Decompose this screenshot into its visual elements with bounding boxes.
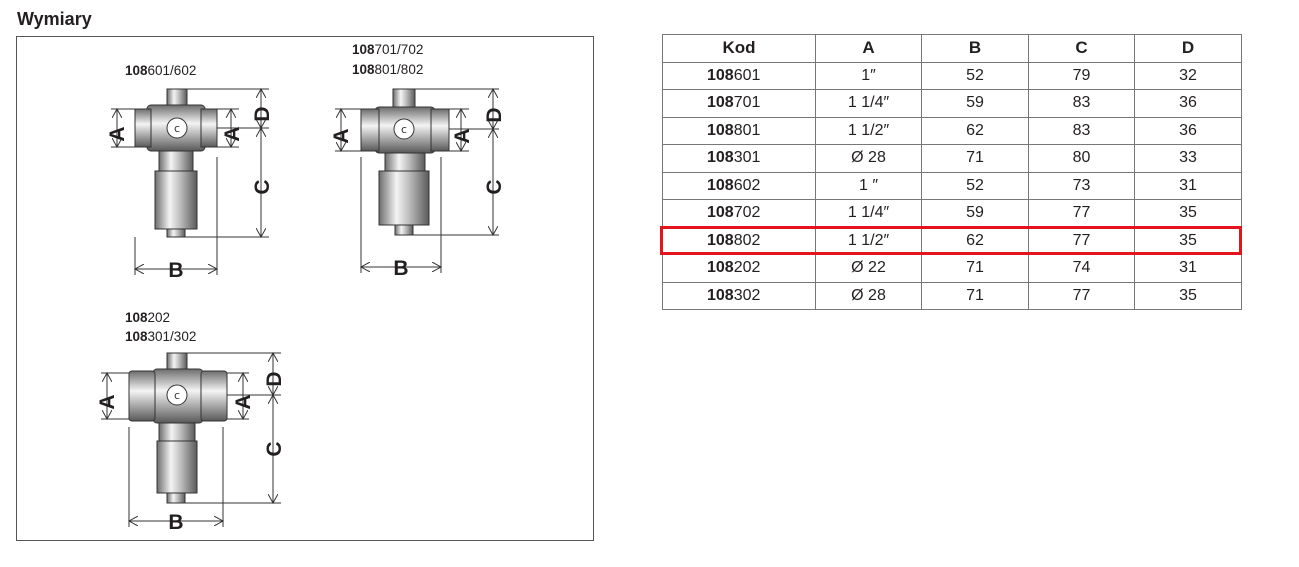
cell-kod: 108601 — [662, 61, 816, 90]
cell-kod: 108702 — [662, 199, 816, 228]
cell-b: 71 — [921, 144, 1029, 173]
cell-a: 1 ″ — [815, 171, 922, 200]
dim-letter-a: A — [232, 394, 255, 409]
svg-text:c: c — [401, 123, 407, 136]
cell-c: 73 — [1028, 171, 1135, 200]
cell-a: Ø 28 — [815, 281, 922, 310]
cell-a: 1″ — [815, 61, 922, 90]
header-a: A — [815, 34, 922, 63]
dim-letter-a: A — [451, 128, 474, 143]
dim-letter-c: C — [263, 441, 286, 456]
header-b: B — [921, 34, 1029, 63]
dim-letter-c: C — [251, 179, 274, 194]
header-d: D — [1134, 34, 1242, 63]
dim-letter-c: C — [483, 179, 506, 194]
cell-b: 71 — [921, 281, 1029, 310]
valve-drawing-2: c — [360, 88, 450, 236]
header-kod: Kod — [662, 34, 816, 63]
cell-b: 52 — [921, 61, 1029, 90]
svg-text:c: c — [174, 122, 180, 135]
dimension-lines-1 — [111, 89, 269, 275]
cell-b: 52 — [921, 171, 1029, 200]
dim-letter-b: B — [168, 259, 183, 282]
dim-letter-d: D — [483, 107, 506, 122]
drawing-code-label: 108701/702 — [352, 42, 424, 57]
cell-c: 83 — [1028, 116, 1135, 145]
cell-kod: 108801 — [662, 116, 816, 145]
drawing-code-label: 108601/602 — [125, 63, 197, 78]
table-header-row: Kod A B C D — [662, 34, 1242, 63]
cell-b: 71 — [921, 254, 1029, 283]
cell-a: 1 1/2″ — [815, 226, 922, 255]
cell-c: 79 — [1028, 61, 1135, 90]
svg-text:c: c — [174, 389, 180, 402]
cell-kod: 108202 — [662, 254, 816, 283]
dim-letter-a: A — [106, 126, 129, 141]
cell-d: 36 — [1134, 89, 1242, 118]
cell-a: Ø 28 — [815, 144, 922, 173]
valve-drawing-3: c — [128, 352, 228, 504]
cell-c: 74 — [1028, 254, 1135, 283]
dimension-drawings-panel: c c — [16, 36, 594, 541]
dim-letter-a: A — [221, 126, 244, 141]
dim-letter-b: B — [393, 257, 408, 280]
cell-d: 35 — [1134, 199, 1242, 228]
cell-a: Ø 22 — [815, 254, 922, 283]
cell-kod: 108602 — [662, 171, 816, 200]
cell-c: 83 — [1028, 89, 1135, 118]
cell-d: 31 — [1134, 254, 1242, 283]
valve-drawing-1: c — [134, 88, 218, 238]
cell-c: 77 — [1028, 199, 1135, 228]
cell-kod: 108302 — [662, 281, 816, 310]
dimension-lines-2 — [335, 89, 499, 273]
dim-letter-a: A — [330, 128, 353, 143]
cell-kod: 108301 — [662, 144, 816, 173]
cell-c: 77 — [1028, 226, 1135, 255]
cell-d: 35 — [1134, 281, 1242, 310]
dim-letter-a: A — [96, 394, 119, 409]
cell-a: 1 1/4″ — [815, 89, 922, 118]
cell-b: 62 — [921, 116, 1029, 145]
cell-d: 33 — [1134, 144, 1242, 173]
cell-kod: 108701 — [662, 89, 816, 118]
drawing-code-label: 108202 — [125, 310, 171, 325]
dim-letter-d: D — [251, 106, 274, 121]
cell-c: 80 — [1028, 144, 1135, 173]
dim-letter-b: B — [168, 511, 183, 534]
cell-d: 36 — [1134, 116, 1242, 145]
dimension-lines-3 — [101, 353, 281, 527]
drawing-code-label: 108801/802 — [352, 62, 424, 77]
cell-d: 31 — [1134, 171, 1242, 200]
drawing-code-label: 108301/302 — [125, 329, 197, 344]
cell-d: 32 — [1134, 61, 1242, 90]
cell-b: 59 — [921, 89, 1029, 118]
dim-letter-d: D — [263, 371, 286, 386]
cell-a: 1 1/4″ — [815, 199, 922, 228]
highlighted-row-outline — [660, 226, 1242, 255]
header-c: C — [1028, 34, 1135, 63]
cell-c: 77 — [1028, 281, 1135, 310]
cell-b: 59 — [921, 199, 1029, 228]
section-title: Wymiary — [17, 9, 92, 29]
cell-a: 1 1/2″ — [815, 116, 922, 145]
